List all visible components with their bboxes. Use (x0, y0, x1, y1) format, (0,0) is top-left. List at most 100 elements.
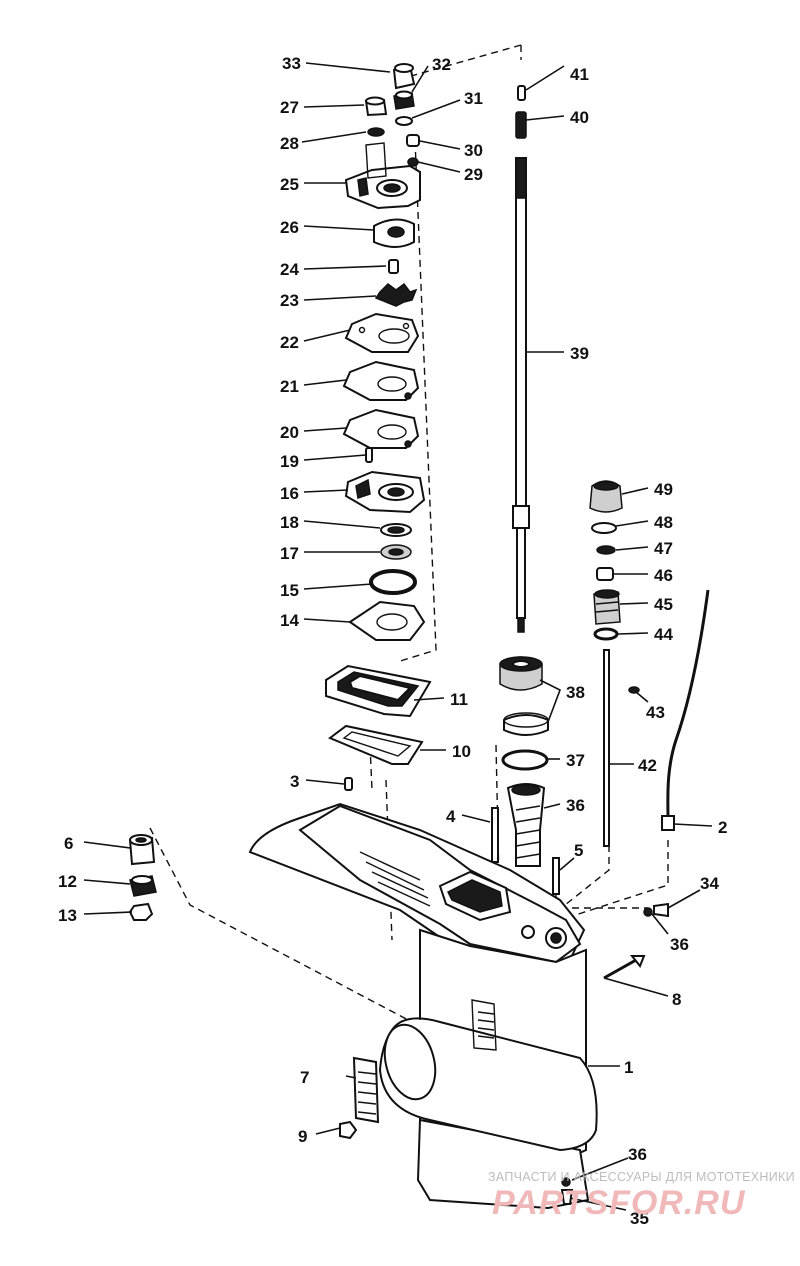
callout-9: 9 (298, 1127, 307, 1146)
callout-33: 33 (282, 54, 301, 73)
callout-45: 44 (654, 625, 673, 644)
part-48-o-ring (596, 545, 616, 555)
part-20-gasket (342, 408, 420, 449)
callout-31: 31 (464, 89, 483, 108)
callout-42: 41 (570, 65, 589, 84)
part-18-oil-seal (380, 523, 412, 537)
callout-49: 48 (654, 513, 673, 532)
part-27-bushing (364, 96, 388, 117)
part-19-dowel-pin (365, 447, 373, 463)
callout-41: 40 (570, 108, 589, 127)
callout-19: 19 (280, 452, 299, 471)
callout-44: 43 (646, 703, 665, 722)
callout-3: 3 (290, 772, 299, 791)
callout-16: 16 (280, 484, 299, 503)
part-36-washer-lower (561, 1177, 571, 1187)
part-22-gasket (344, 312, 420, 353)
callout-25: 25 (280, 175, 299, 194)
callout-43: 42 (638, 756, 657, 775)
callout-36-upper: 36 (670, 935, 689, 954)
part-40-drive-shaft (512, 157, 530, 633)
part-43-shift-shaft (603, 649, 610, 847)
watermark-brand: PARTSFOR.RU (492, 1184, 746, 1222)
part-4-stud (491, 807, 499, 863)
part-5-stud (552, 857, 560, 895)
callout-38: 37 (566, 751, 585, 770)
part-39-bearing (499, 656, 549, 736)
watermark-tagline: ЗАПЧАСТИ И АКСЕССУАРЫ ДЛЯ МОТОТЕХНИКИ (488, 1170, 795, 1184)
part-14-gasket (348, 600, 426, 641)
part-30-grommet (406, 134, 420, 147)
callout-27: 27 (280, 98, 299, 117)
part-42-pin (517, 85, 526, 101)
part-34-screw (653, 902, 669, 918)
callout-24: 24 (280, 260, 299, 279)
callout-39: 38 (566, 683, 585, 702)
callout-12: 12 (58, 872, 77, 891)
callout-7: 7 (300, 1068, 309, 1087)
part-46-shift-shaft-bushing (593, 589, 621, 625)
callout-50: 49 (654, 480, 673, 499)
part-9-nut (339, 1120, 358, 1140)
callout-47: 46 (654, 566, 673, 585)
callout-18: 18 (280, 513, 299, 532)
part-2-speedometer-tube (661, 589, 710, 831)
part-24-key (388, 259, 399, 274)
callout-21: 21 (280, 377, 299, 396)
part-3-dowel-pin (344, 777, 353, 791)
part-36-washer-upper (643, 907, 653, 917)
callout-15: 15 (280, 581, 299, 600)
part-17-bearing (380, 544, 412, 560)
part-11-spacer-plate (325, 664, 432, 718)
part-1-gear-housing (248, 802, 598, 1210)
part-38-shim (501, 749, 549, 771)
part-21-face-plate (342, 360, 420, 401)
callout-28: 28 (280, 134, 299, 153)
callout-29: 29 (464, 165, 483, 184)
part-32-seal (393, 90, 415, 110)
callout-1: 1 (624, 1058, 633, 1077)
part-10-gasket (328, 724, 424, 765)
callout-10: 10 (452, 742, 471, 761)
part-33-grommet (392, 63, 416, 90)
part-50-boot (589, 480, 623, 513)
callout-26: 26 (280, 218, 299, 237)
callout-13: 13 (58, 906, 77, 925)
callout-4: 4 (446, 807, 456, 826)
leader-lines (83, 62, 713, 1211)
callout-32: 32 (432, 55, 451, 74)
callout-17: 17 (280, 544, 299, 563)
callout-36-lower: 36 (628, 1145, 647, 1164)
assembly-guide-lines (149, 44, 669, 1023)
callout-37: 36 (566, 796, 585, 815)
callout-20: 20 (280, 423, 299, 442)
callout-8: 8 (672, 990, 681, 1009)
part-31-washer (395, 116, 413, 126)
part-28-o-ring (367, 127, 385, 137)
callout-2: 2 (718, 818, 727, 837)
callout-34: 34 (700, 874, 719, 893)
part-25-pump-housing (344, 142, 421, 210)
water-pump-stack (342, 63, 426, 641)
part-8-bolt (603, 955, 646, 980)
callout-35: 35 (630, 1209, 649, 1228)
callout-14: 14 (280, 611, 299, 630)
part-26-impeller-insert (373, 218, 415, 248)
callout-23: 23 (280, 291, 299, 310)
part-15-o-ring (369, 569, 417, 595)
callout-6: 6 (64, 834, 73, 853)
callout-5: 5 (574, 841, 583, 860)
part-7-water-inlet-screen (352, 1056, 380, 1124)
part-49-washer (591, 522, 617, 534)
callout-48: 47 (654, 539, 673, 558)
part-16-pump-base (344, 470, 426, 514)
part-35-screw (560, 1189, 574, 1205)
part-37-water-tube-guide (506, 783, 546, 867)
callout-30: 30 (464, 141, 483, 160)
part-6-bushing (128, 834, 156, 866)
part-47-bushing (596, 567, 614, 581)
part-41-spring (515, 111, 527, 139)
callout-22: 22 (280, 333, 299, 352)
part-12-pinion-gear (129, 875, 157, 897)
